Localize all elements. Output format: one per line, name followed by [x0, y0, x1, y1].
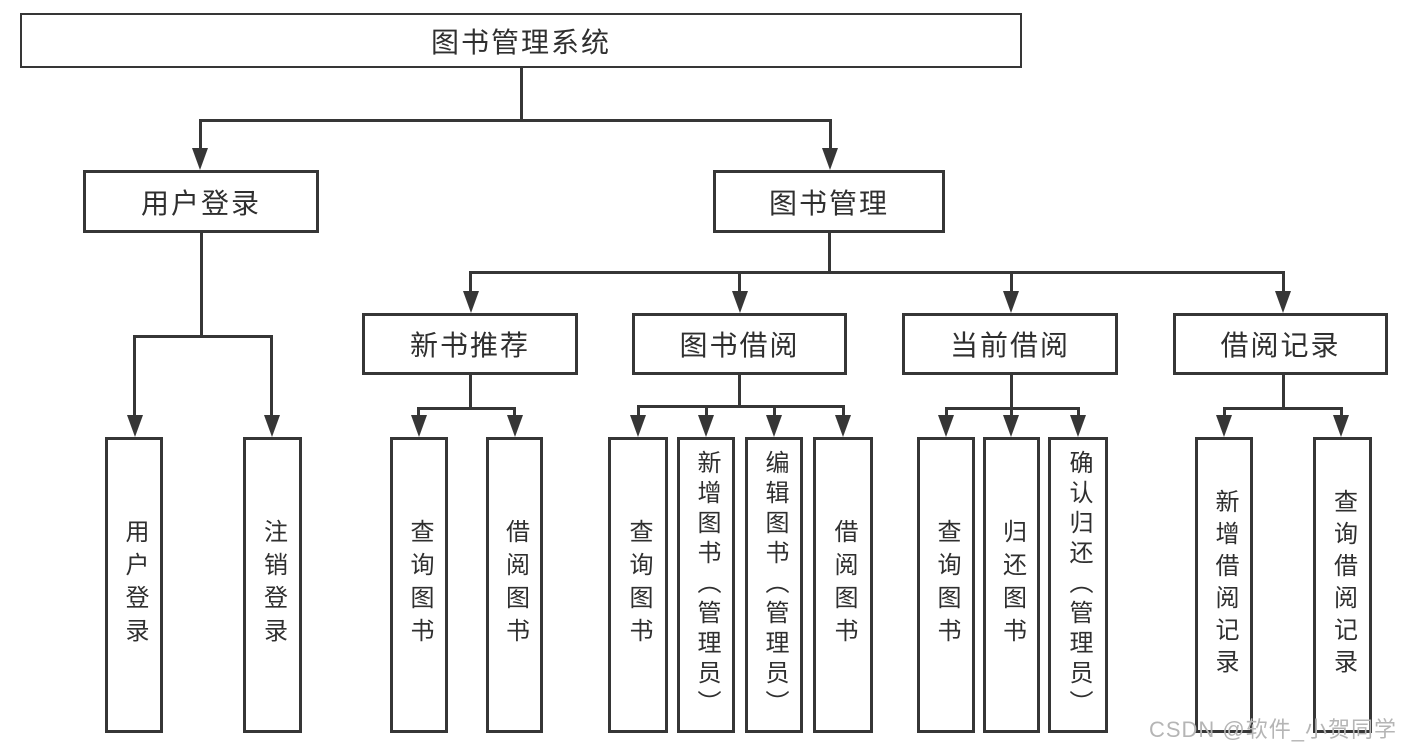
- node-borrowing-records: 借阅记录: [1173, 313, 1388, 375]
- connector-user-login-stem: [199, 233, 203, 335]
- connector-to-current-borrow: [1009, 271, 1013, 293]
- leaf-label: 新增图书（管理员）: [693, 450, 720, 720]
- leaf-label: 借阅图书: [501, 519, 529, 651]
- connector-book-mgmt-stem: [827, 233, 831, 271]
- arrowhead-bb-add: [698, 415, 714, 437]
- connector-to-bb-borrow: [841, 405, 845, 417]
- node-label: 借阅记录: [1220, 330, 1341, 361]
- node-book-borrowing: 图书借阅: [632, 313, 847, 375]
- leaf-logout: 注销登录: [243, 437, 302, 733]
- leaf-cb-confirm-return-admin: 确认归还（管理员）: [1048, 437, 1108, 733]
- leaf-bb-borrow-books: 借阅图书: [813, 437, 873, 733]
- arrowhead-cb-confirm: [1070, 415, 1086, 437]
- leaf-br-add-record: 新增借阅记录: [1195, 437, 1253, 733]
- leaf-label: 归还图书: [998, 519, 1026, 651]
- connector-to-borrow-records: [1281, 271, 1285, 293]
- arrowhead-nbr-borrow: [506, 415, 523, 437]
- arrowhead-br-add: [1216, 415, 1232, 437]
- connector-user-login-crossbar: [133, 335, 273, 338]
- arrowhead-bb-query: [630, 415, 646, 437]
- leaf-label: 查询图书: [406, 519, 433, 651]
- leaf-cb-query-books: 查询图书: [917, 437, 975, 733]
- connector-to-br-query: [1339, 407, 1343, 417]
- arrowhead-new-book-rec: [462, 291, 479, 313]
- node-label: 图书借阅: [679, 330, 800, 361]
- arrowhead-book-mgmt: [822, 148, 838, 170]
- leaf-label: 查询借阅记录: [1329, 489, 1357, 681]
- leaf-cb-return-books: 归还图书: [983, 437, 1040, 733]
- node-label: 图书管理系统: [430, 26, 611, 58]
- connector-book-mgmt-crossbar: [469, 271, 1283, 274]
- node-book-management: 图书管理: [713, 170, 945, 233]
- connector-to-bb-edit: [772, 405, 776, 417]
- arrowhead-br-query: [1333, 415, 1349, 437]
- leaf-nbr-borrow-books: 借阅图书: [486, 437, 543, 733]
- arrowhead-book-borrow: [731, 291, 748, 313]
- connector-to-br-add: [1222, 407, 1226, 417]
- connector-to-bb-query: [636, 405, 640, 417]
- connector-to-book-borrow: [738, 271, 741, 293]
- connector-br-stem: [1281, 375, 1285, 408]
- connector-to-cb-confirm: [1076, 407, 1080, 417]
- node-label: 当前借阅: [949, 330, 1070, 361]
- connector-nbr-stem: [468, 375, 472, 407]
- arrowhead-leaf-logout: [263, 415, 280, 437]
- connector-to-nbr-borrow: [513, 407, 516, 417]
- node-label: 图书管理: [768, 187, 889, 219]
- connector-to-book-mgmt: [828, 119, 832, 151]
- connector-to-leaf-user-login: [133, 335, 136, 417]
- arrowhead-borrow-records: [1275, 291, 1291, 313]
- leaf-label: 编辑图书（管理员）: [761, 450, 788, 720]
- connector-to-cb-query: [944, 407, 948, 417]
- connector-cb-stem: [1009, 375, 1013, 408]
- leaf-label: 查询图书: [933, 519, 960, 651]
- leaf-bb-add-books-admin: 新增图书（管理员）: [677, 437, 735, 733]
- connector-bb-stem: [738, 375, 741, 405]
- node-label: 用户登录: [140, 187, 261, 219]
- arrowhead-bb-borrow: [835, 415, 851, 437]
- arrowhead-current-borrow: [1003, 291, 1019, 313]
- connector-root-crossbar: [198, 119, 832, 122]
- arrowhead-user-login: [192, 148, 208, 170]
- leaf-label: 确认归还（管理员）: [1065, 450, 1092, 720]
- connector-to-user-login: [198, 119, 202, 151]
- arrowhead-leaf-user-login: [126, 415, 143, 437]
- connector-to-bb-add: [704, 405, 708, 417]
- connector-bb-crossbar: [636, 405, 845, 408]
- leaf-label: 用户登录: [121, 519, 148, 651]
- leaf-bb-edit-books-admin: 编辑图书（管理员）: [745, 437, 803, 733]
- node-root-library-management-system: 图书管理系统: [20, 13, 1022, 68]
- arrowhead-cb-return: [1003, 415, 1019, 437]
- leaf-label: 查询图书: [625, 519, 652, 651]
- leaf-label: 新增借阅记录: [1211, 489, 1238, 681]
- leaf-label: 借阅图书: [830, 519, 857, 651]
- node-label: 新书推荐: [409, 330, 530, 361]
- node-user-login: 用户登录: [83, 170, 319, 233]
- connector-br-crossbar: [1222, 407, 1343, 410]
- connector-root-stem: [519, 68, 523, 119]
- leaf-user-login: 用户登录: [105, 437, 163, 733]
- connector-nbr-crossbar: [417, 407, 516, 410]
- leaf-label: 注销登录: [259, 519, 287, 651]
- node-new-book-recommendation: 新书推荐: [362, 313, 578, 375]
- arrowhead-cb-query: [938, 415, 954, 437]
- arrowhead-bb-edit: [766, 415, 782, 437]
- leaf-br-query-record: 查询借阅记录: [1313, 437, 1372, 733]
- connector-to-cb-return: [1009, 407, 1013, 417]
- leaf-nbr-query-books: 查询图书: [390, 437, 448, 733]
- node-current-borrowing: 当前借阅: [902, 313, 1118, 375]
- csdn-watermark: CSDN @软件_小贺同学: [1148, 717, 1397, 742]
- connector-to-new-book-rec: [469, 271, 472, 293]
- connector-to-leaf-logout: [270, 335, 273, 417]
- connector-to-nbr-query: [417, 407, 420, 417]
- leaf-bb-query-books: 查询图书: [608, 437, 668, 733]
- arrowhead-nbr-query: [410, 415, 427, 437]
